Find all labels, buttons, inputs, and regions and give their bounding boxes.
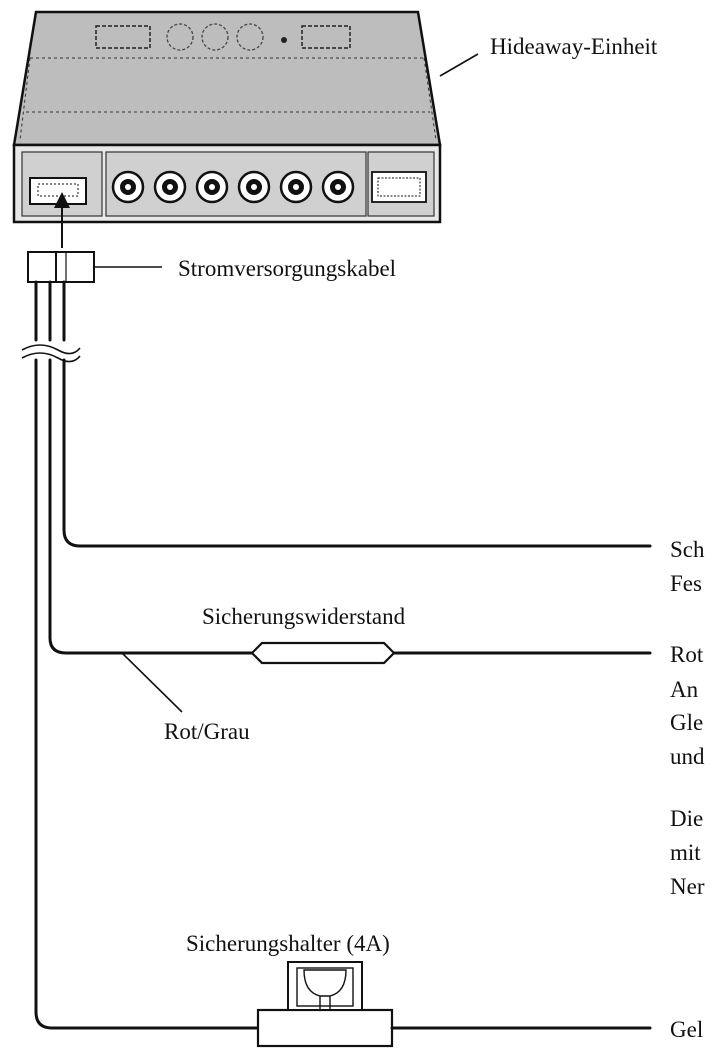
- arrow-up-icon: [54, 192, 70, 248]
- cut-text-line1: Sch: [670, 537, 705, 562]
- multipin-connector-icon: [371, 171, 427, 203]
- cut-text-line6: und: [670, 744, 705, 769]
- label-fuse-holder: Sicherungshalter (4A): [186, 931, 390, 956]
- wire-black-ground: [62, 368, 652, 548]
- power-connector-icon: [27, 251, 95, 283]
- fuse-holder-icon: [256, 961, 394, 1048]
- label-power-cable: Stromversorgungskabel: [178, 256, 396, 281]
- label-fuse-resistor: Sicherungswiderstand: [202, 604, 406, 629]
- label-red-grey: Rot/Grau: [164, 719, 250, 744]
- cable-bundle: [21, 280, 81, 372]
- wire-red-grey: [48, 368, 254, 655]
- cut-text-line8: mit: [670, 840, 701, 865]
- wire-yellow: [34, 368, 260, 1030]
- label-hideaway-unit: Hideaway-Einheit: [490, 34, 658, 59]
- hideaway-leader-line: [439, 53, 479, 77]
- hideaway-unit-device-icon: [12, 10, 442, 224]
- cut-text-line5: Gle: [670, 710, 703, 735]
- cut-text-line9: Ner: [670, 874, 705, 899]
- red-grey-leader-line: [121, 652, 183, 713]
- cut-text-line2: Fes: [670, 571, 702, 596]
- cut-text-line10: Gel: [670, 1017, 703, 1042]
- cut-text-line7: Die: [670, 806, 703, 831]
- rca-jack-icon: [111, 170, 355, 204]
- cut-text-line4: An: [670, 677, 699, 702]
- cut-text-line3: Rot: [670, 642, 704, 667]
- fuse-resistor-icon: [250, 641, 396, 665]
